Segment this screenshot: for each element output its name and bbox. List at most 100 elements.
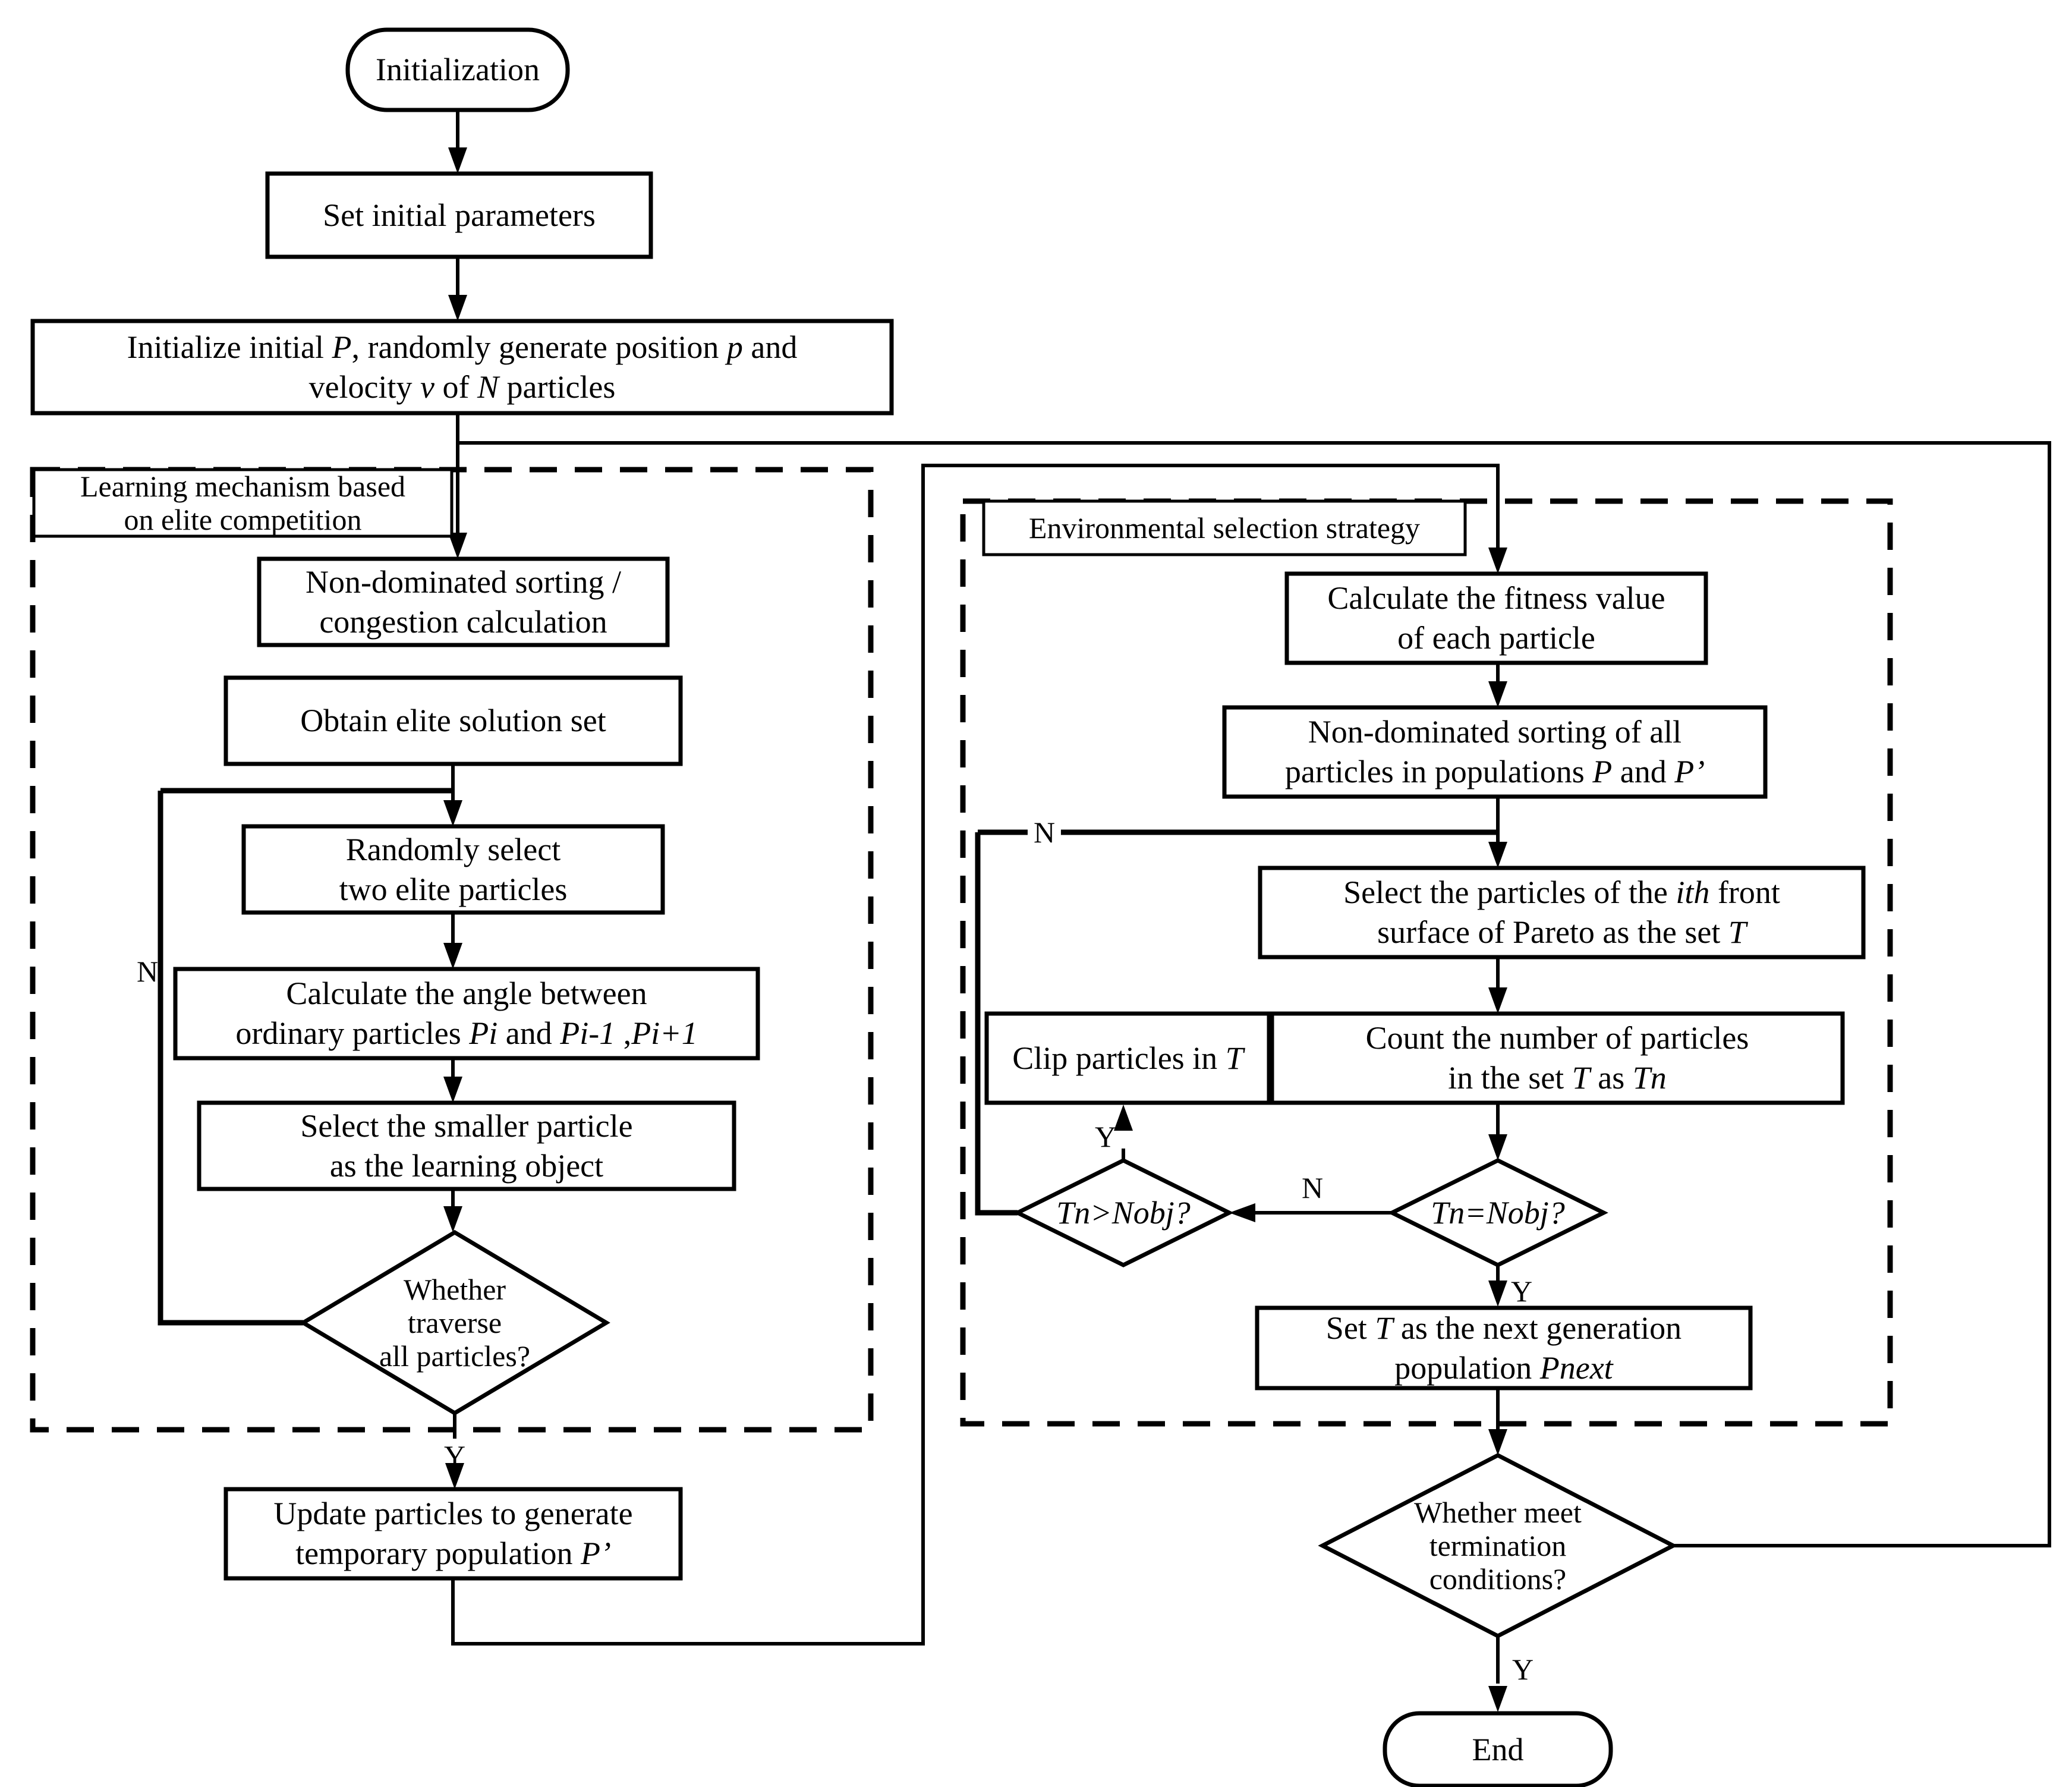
node-select-ith-front: Select the particles of the ith front su… [1260,868,1863,957]
text-segment: P’ [580,1536,611,1571]
node-text: two elite particles [339,870,568,910]
edge-label-y-clip: Y [1094,1120,1117,1153]
node-text: particles in populations P and P’ [1285,752,1705,792]
node-text: Whether meet [1414,1496,1582,1529]
arrowhead [1488,1686,1507,1712]
text-segment: Obtain elite solution set [300,703,606,738]
arrowhead [1488,842,1507,868]
arrowhead [448,147,467,174]
node-calculate-fitness: Calculate the fitness value of each part… [1287,574,1706,663]
arrowhead [443,1206,462,1232]
label-learning-mechanism: Learning mechanism based on elite compet… [34,470,452,536]
text-segment: Select the particles of the [1343,874,1676,910]
text-segment: traverse [407,1306,502,1339]
node-text: Calculate the angle between [286,974,647,1014]
text-segment: T [1728,914,1746,950]
node-text: Non-dominated sorting of all [1308,712,1681,752]
text-segment: p [726,329,743,365]
edge-traverse-n-loop [158,791,303,1326]
node-text: traverse [408,1306,502,1339]
arrowhead [443,1077,462,1103]
node-calculate-angle: Calculate the angle between ordinary par… [175,969,758,1058]
node-text: as the learning object [330,1146,603,1186]
text-segment: Pnext [1539,1349,1613,1386]
node-text: termination [1429,1529,1567,1562]
node-text: velocity v of N particles [309,367,616,407]
arrowhead [445,1463,464,1489]
node-text: Tn>Nobj? [1056,1193,1191,1233]
text-segment: Set [1325,1310,1375,1346]
clip-shape [984,1011,1271,1105]
text-segment: of [434,369,477,405]
calc-fitness-shape [1284,571,1708,665]
text-segment: surface of Pareto as the set [1377,914,1728,950]
arrowhead [1114,1105,1133,1131]
connector-lines [158,110,2051,1684]
arrowhead [448,295,467,321]
node-clip-particles: Clip particles in T [987,1014,1269,1103]
node-text: Randomly select [346,830,560,870]
edge-update-calcfitness [451,464,1500,1646]
text-segment: v [420,369,434,405]
text-segment: and [742,329,798,365]
nd-sort-shape [257,556,670,647]
arrowhead [1488,681,1507,707]
node-text: Update particles to generate [273,1494,632,1534]
nd-sort-all-shape [1222,705,1768,799]
edge-label-n-front-loop: N [1027,817,1062,847]
text-segment: Clip particles in [1012,1040,1226,1076]
text-segment: Initialize initial [127,329,332,365]
label-text: Learning mechanism based [80,470,405,503]
text-segment: temporary population [295,1536,581,1571]
text-segment: Pi-1 [560,1015,616,1051]
node-text: conditions? [1429,1562,1567,1596]
text-segment: front [1709,874,1780,910]
edge-label-n-between: N [1301,1171,1324,1204]
edge-front-n-loop [975,832,1018,1216]
text-segment: Update particles to generate [273,1496,633,1531]
text-segment: population [1394,1349,1540,1386]
text-segment: ordinary particles [235,1015,470,1051]
node-text: population Pnext [1394,1348,1613,1388]
text-segment: Environmental selection strategy [1028,511,1421,545]
terminate-diamond-shape [1318,1453,1678,1638]
count-particles-shape [1270,1011,1845,1105]
tn-gt-diamond-shape [1013,1158,1234,1267]
text-segment: Tn [1632,1060,1667,1096]
end-shape [1383,1711,1613,1787]
text-segment: Tn>Nobj? [1056,1194,1191,1231]
init-p-shape [30,319,894,416]
text-segment: P [332,329,352,365]
arrowheads [443,147,1507,1712]
text-segment: P [1592,754,1613,789]
edge-terminate-n-return [458,441,2051,1547]
arrowhead [1488,1429,1507,1455]
text-segment: Pi [469,1015,498,1051]
text-segment: as [1589,1060,1633,1096]
text-segment: Pi+1 [631,1015,698,1051]
text-segment: velocity [308,369,421,405]
decision-tn-eq-nobj: Tn=Nobj? [1392,1160,1604,1265]
arrowhead [448,533,467,559]
node-text: Calculate the fitness value [1327,578,1665,618]
node-text: Obtain elite solution set [300,701,606,741]
node-initialize-population: Initialize initial P, randomly generate … [33,321,892,413]
arrowhead [1488,1134,1507,1160]
text-segment: Randomly select [345,831,561,867]
text-segment: all particles? [379,1339,531,1373]
text-segment: of each particle [1397,620,1595,656]
node-text: Set initial parameters [323,196,596,235]
right-label-shape [982,499,1467,556]
node-text: surface of Pareto as the set T [1377,913,1746,952]
calc-angle-shape [173,967,760,1061]
node-text: Initialization [376,50,540,90]
text-segment: Tn=Nobj? [1431,1194,1565,1231]
edge-label-y-next: Y [1510,1275,1533,1308]
node-text: Tn=Nobj? [1431,1193,1565,1233]
traverse-diamond-shape [299,1229,610,1416]
arrowhead [1488,1281,1507,1307]
text-segment: conditions? [1429,1562,1567,1596]
update-particles-shape [223,1487,683,1581]
text-segment: in the set [1448,1060,1572,1096]
